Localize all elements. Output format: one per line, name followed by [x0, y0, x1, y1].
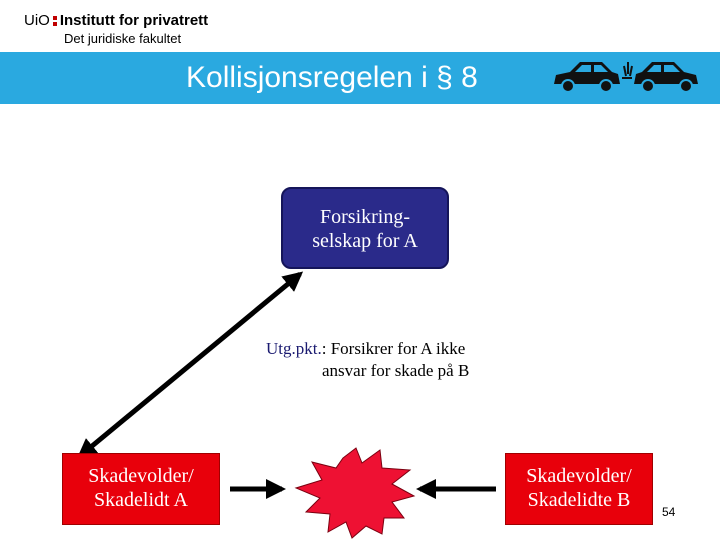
logo-colon-icon — [52, 14, 57, 28]
uio-logo: UiO Institutt for privatrett Det juridisk… — [24, 12, 208, 48]
page-number: 54 — [662, 505, 676, 519]
insurer-box: Forsikring- selskap for A — [281, 187, 449, 269]
insurer-label-line1: Forsikring- — [320, 206, 410, 228]
note-line1: : Forsikrer for A ikke — [321, 339, 466, 358]
party-b-box: Skadevolder/ Skadelidte B — [505, 453, 653, 525]
logo-faculty-text: Det juridiske fakultet — [64, 31, 182, 46]
logo-institute-text: Institutt for privatrett — [59, 12, 209, 29]
party-a-box: Skadevolder/ Skadelidt A — [62, 453, 220, 525]
starting-point-note: Utg.pkt.: Forsikrer for A ikke ansvar fo… — [266, 338, 469, 382]
party-a-label-line2: Skadelidt A — [94, 489, 188, 511]
slide-title: Kollisjonsregelen i § 8 — [186, 61, 478, 94]
party-b-label-line2: Skadelidte B — [527, 489, 631, 511]
note-line2: ansvar for skade på B — [322, 361, 470, 380]
arrow-insurer-to-a — [76, 271, 304, 459]
note-heading: Utg.pkt. — [266, 339, 322, 358]
party-a-label-line1: Skadevolder/ — [88, 465, 194, 487]
collision-burst-icon — [294, 447, 416, 539]
collision-cars-icon — [554, 62, 698, 93]
title-banner: Kollisjonsregelen i § 8 — [0, 52, 720, 104]
party-b-label-line1: Skadevolder/ — [526, 465, 632, 487]
logo-uio-text: UiO — [24, 12, 50, 29]
insurer-label-line2: selskap for A — [312, 230, 418, 252]
